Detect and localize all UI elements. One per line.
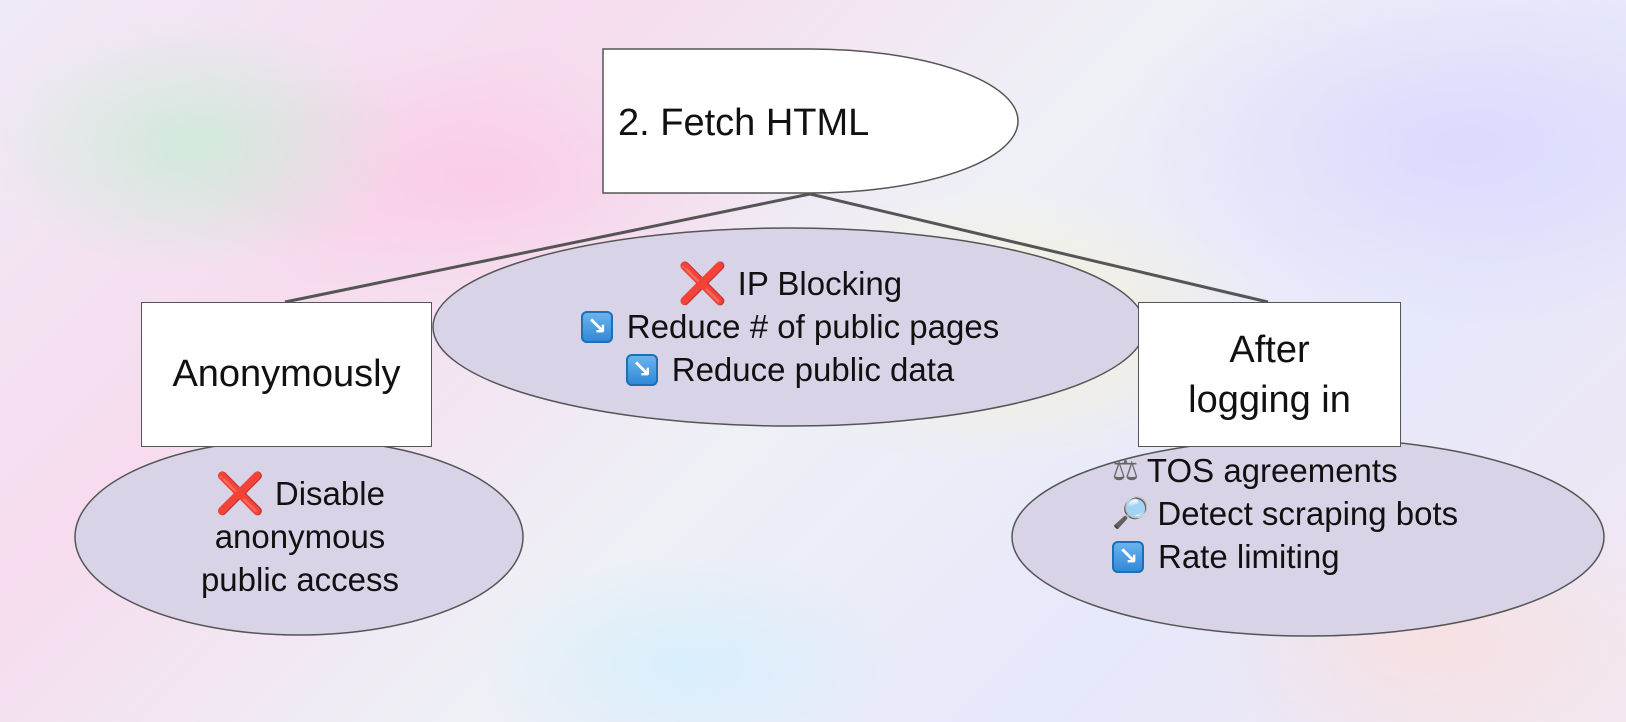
right-item-rate-limiting: ↘ Rate limiting	[1112, 535, 1512, 578]
down-right-arrow-icon: ↘	[625, 353, 658, 386]
right-node-label-line2: logging in	[1188, 378, 1351, 421]
right-item-tos: ⚖ TOS agreements	[1112, 449, 1512, 492]
left-node-label: Anonymously	[172, 353, 401, 395]
left-node-anonymously: Anonymously	[141, 302, 432, 447]
center-item-reduce-data: ↘ Reduce public data	[480, 348, 1100, 391]
left-bubble-line1: ❌ Disable	[130, 472, 470, 515]
down-right-arrow-icon: ↘	[1112, 540, 1144, 573]
left-bubble-line3: public access	[200, 561, 400, 598]
cross-mark-icon: ❌	[215, 471, 265, 516]
right-bubble-text: ⚖ TOS agreements 🔎 Detect scraping bots …	[1112, 449, 1512, 578]
right-item-detect-bots: 🔎 Detect scraping bots	[1112, 492, 1512, 535]
left-bubble-disable: Disable	[274, 475, 385, 512]
right-item-label: TOS agreements	[1146, 452, 1398, 489]
balance-scale-icon: ⚖	[1112, 454, 1139, 487]
center-item-label: Reduce public data	[671, 351, 955, 388]
center-item-label: IP Blocking	[737, 265, 903, 302]
center-item-label: Reduce # of public pages	[626, 308, 1000, 345]
cross-mark-icon: ❌	[677, 261, 728, 306]
right-item-label: Rate limiting	[1158, 538, 1340, 575]
magnifying-glass-icon: 🔎	[1112, 497, 1150, 530]
down-right-arrow-icon: ↘	[580, 310, 613, 343]
center-bubble-text: ❌ IP Blocking ↘ Reduce # of public pages…	[480, 262, 1100, 391]
right-node-label-line1: After	[1229, 328, 1310, 371]
connector-right	[809, 192, 1269, 304]
root-node-label: 2. Fetch HTML	[618, 102, 870, 144]
root-node-shape	[602, 48, 1019, 194]
left-bubble-line2: anonymous	[214, 518, 386, 555]
center-item-ip-blocking: ❌ IP Blocking	[480, 262, 1100, 305]
right-item-label: Detect scraping bots	[1157, 495, 1459, 532]
connector-left	[284, 192, 811, 304]
center-item-reduce-pages: ↘ Reduce # of public pages	[480, 305, 1100, 348]
right-node-after-login: After logging in	[1138, 302, 1401, 447]
left-bubble-text: ❌ Disable anonymous public access	[130, 472, 470, 601]
